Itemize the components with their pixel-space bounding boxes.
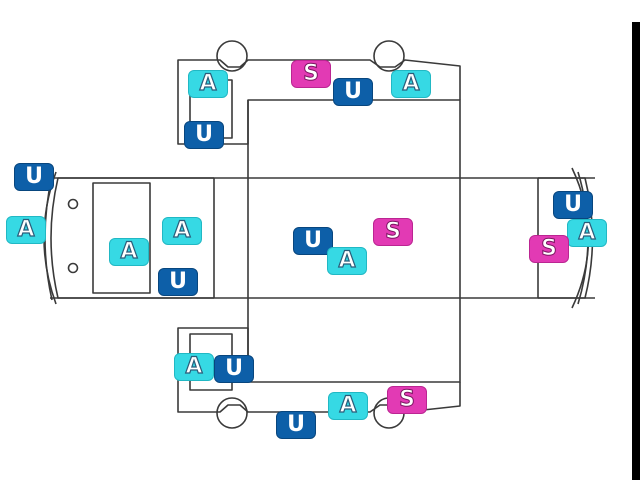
marker-u: U xyxy=(553,191,593,219)
right-edge-bar xyxy=(632,22,640,480)
marker-a: A xyxy=(6,216,46,244)
marker-a: A xyxy=(327,247,367,275)
marker-a: A xyxy=(391,70,431,98)
windshield xyxy=(92,182,151,294)
marker-a: A xyxy=(174,353,214,381)
headlight-bottom xyxy=(67,262,79,274)
marker-s: S xyxy=(387,386,427,414)
headlight-top xyxy=(67,198,79,210)
wheel-top-rear xyxy=(373,40,405,72)
marker-a: A xyxy=(567,219,607,247)
marker-s: S xyxy=(529,235,569,263)
wheel-bottom-front xyxy=(216,397,248,429)
marker-a: A xyxy=(162,217,202,245)
marker-s: S xyxy=(373,218,413,246)
marker-a: A xyxy=(109,238,149,266)
marker-u: U xyxy=(276,411,316,439)
marker-u: U xyxy=(184,121,224,149)
marker-u: U xyxy=(333,78,373,106)
front-view xyxy=(50,177,214,299)
cab-window-bottom xyxy=(189,333,233,391)
marker-u: U xyxy=(14,163,54,191)
wheel-top-front xyxy=(216,40,248,72)
marker-s: S xyxy=(291,60,331,88)
marker-u: U xyxy=(293,227,333,255)
marker-a: A xyxy=(188,70,228,98)
marker-u: U xyxy=(214,355,254,383)
roof-panel xyxy=(247,99,461,383)
marker-u: U xyxy=(158,268,198,296)
marker-a: A xyxy=(328,392,368,420)
